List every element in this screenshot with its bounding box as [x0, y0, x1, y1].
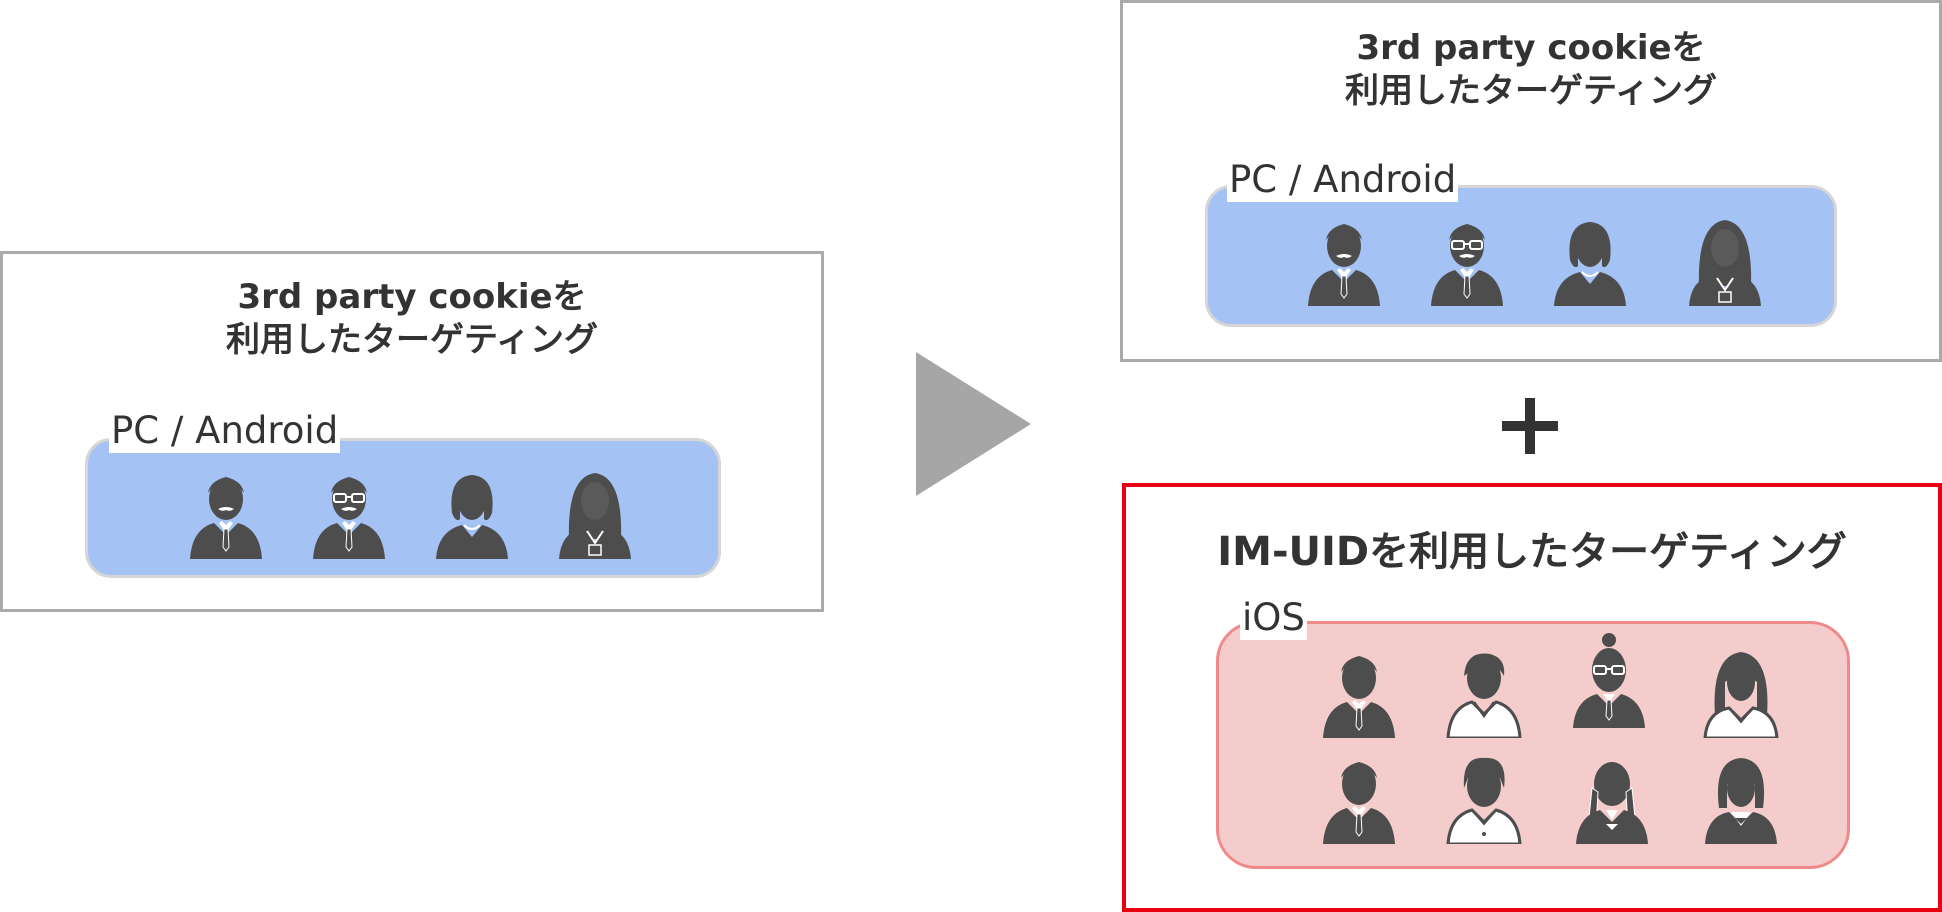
girl-braids-icon	[1572, 748, 1652, 844]
left-panel-title-line2: 利用したターゲティング	[226, 320, 598, 361]
woman-long-hair-icon	[1685, 210, 1765, 306]
woman-long-hair-icon	[555, 463, 635, 559]
man-mustache-icon	[1304, 210, 1384, 306]
im-uid-panel-title: IM-UIDを利用したターゲティング	[1217, 529, 1847, 575]
man-mustache-icon	[186, 463, 266, 559]
left-panel-title: 3rd party cookieを 利用したターゲティング	[3, 276, 821, 362]
right-top-panel-title: 3rd party cookieを 利用したターゲティング	[1123, 27, 1939, 113]
man-casual-icon	[1444, 642, 1524, 738]
woman-long-hair-casual-icon	[1701, 642, 1781, 738]
ios-segment-label: iOS	[1240, 596, 1307, 640]
boy-suit-icon	[1319, 748, 1399, 844]
right-top-panel: 3rd party cookieを 利用したターゲティング PC / Andro…	[1120, 0, 1942, 362]
woman-icon	[432, 463, 512, 559]
left-segment-label: PC / Android	[109, 409, 341, 453]
boy-casual-icon	[1444, 748, 1524, 844]
right-pc-android-segment	[1205, 185, 1837, 327]
right-top-segment-label: PC / Android	[1227, 158, 1459, 202]
right-top-panel-title-line1: 3rd party cookieを	[1356, 28, 1706, 68]
man-suit-icon	[1319, 642, 1399, 738]
left-panel-title-line1: 3rd party cookieを	[237, 277, 587, 317]
girl-bob-icon	[1701, 748, 1781, 844]
man-glasses-mustache-icon	[1427, 210, 1507, 306]
play-triangle-icon	[916, 352, 1031, 496]
im-uid-panel: IM-UIDを利用したターゲティング iOS	[1122, 483, 1942, 912]
woman-icon	[1550, 210, 1630, 306]
plus-icon	[1502, 398, 1558, 454]
man-glasses-mustache-icon	[309, 463, 389, 559]
left-pc-android-segment	[85, 438, 721, 578]
ios-segment	[1216, 621, 1850, 869]
right-top-panel-title-line2: 利用したターゲティング	[1345, 71, 1717, 112]
woman-glasses-bun-icon	[1569, 632, 1649, 728]
left-panel: 3rd party cookieを 利用したターゲティング PC / Andro…	[0, 251, 824, 612]
